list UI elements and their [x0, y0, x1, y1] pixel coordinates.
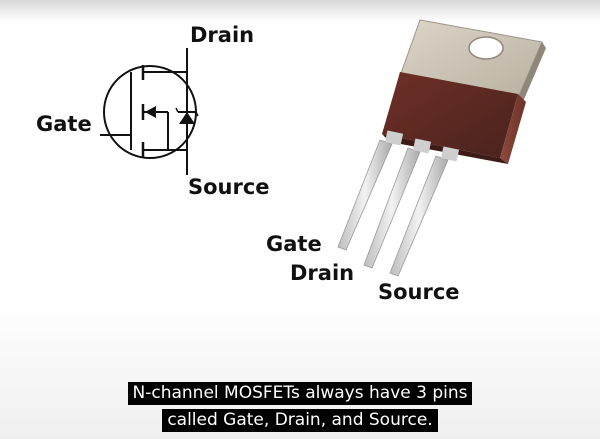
pin-leads	[337, 139, 449, 277]
caption-line-2: called Gate, Drain, and Source.	[0, 409, 600, 432]
symbol-drain-label: Drain	[190, 23, 255, 47]
symbol-gate-label: Gate	[36, 112, 92, 136]
arrow-icon	[145, 106, 156, 118]
diode-icon	[179, 112, 195, 124]
to220-package	[337, 19, 546, 277]
caption-line-2-text: called Gate, Drain, and Source.	[162, 409, 438, 432]
top-shading	[0, 0, 600, 22]
mounting-hole	[468, 36, 504, 60]
pin-gate-label: Gate	[266, 232, 322, 256]
pin-drain-label: Drain	[290, 261, 355, 285]
caption-line-1-text: N-channel MOSFETs always have 3 pins	[127, 382, 473, 405]
symbol-source-label: Source	[188, 175, 270, 199]
mosfet-symbol	[100, 48, 199, 175]
plastic-body	[382, 72, 526, 164]
pin-source-label: Source	[378, 280, 460, 304]
caption-line-1: N-channel MOSFETs always have 3 pins	[0, 382, 600, 405]
